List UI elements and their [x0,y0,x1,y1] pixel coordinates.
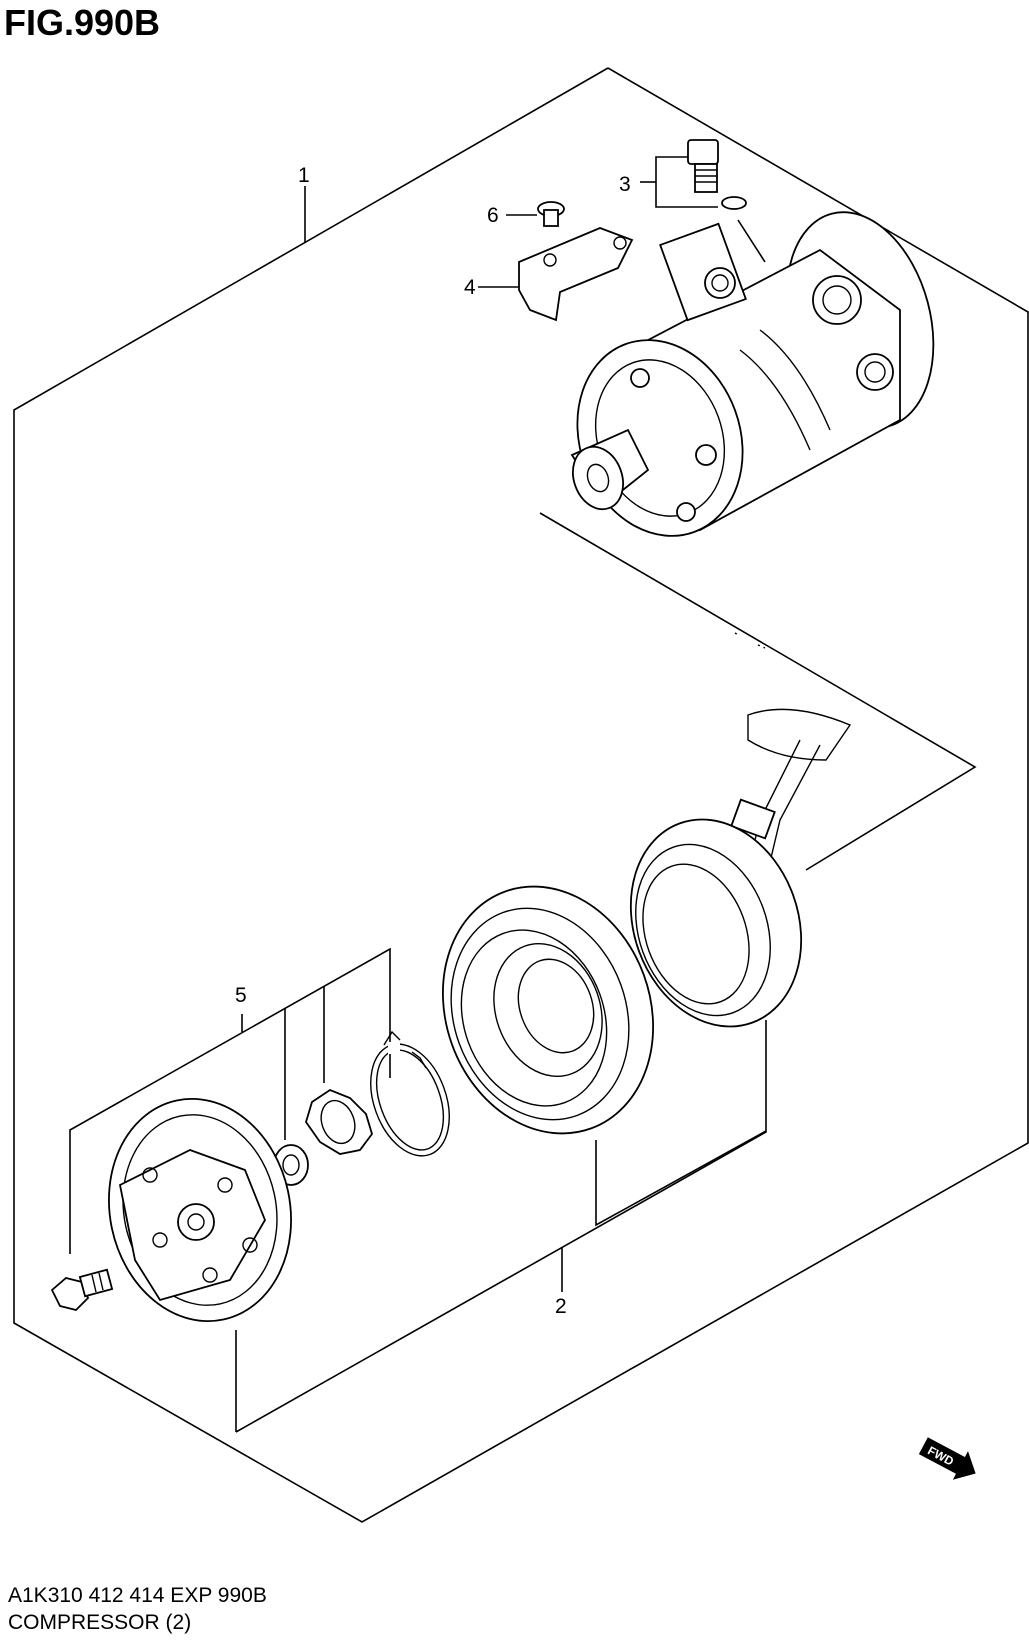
part-4-bracket [518,227,634,322]
clutch-group-boundary-lower [235,1020,767,1433]
mounting-bolt [50,1268,114,1311]
fwd-arrow-icon: FWD [918,1437,976,1480]
callout-4: 4 [464,276,476,299]
compressor-body [570,211,935,537]
clutch-group-boundary [539,512,977,871]
shim-washer [305,1088,373,1155]
footer-line-2: COMPRESSOR (2) [8,1611,192,1634]
footer-line-1: A1K310 412 414 EXP 990B [8,1584,267,1607]
part-2-bracket [595,1130,767,1227]
snap-ring [370,1030,450,1157]
part-5-bracket [69,947,391,1254]
part-6-bolt [537,201,565,227]
part-3-fitting [687,139,747,210]
assembly-boundary [13,67,1029,1523]
callout-6: 6 [487,204,499,227]
callout-5: 5 [235,984,247,1007]
callout-3: 3 [619,173,631,196]
field-coil [629,708,852,1028]
figure-title: FIG.990B [4,2,161,43]
callout-2: 2 [555,1295,567,1318]
armature-plate [108,1097,292,1323]
callout-1: 1 [298,164,310,187]
pulley [442,885,654,1135]
